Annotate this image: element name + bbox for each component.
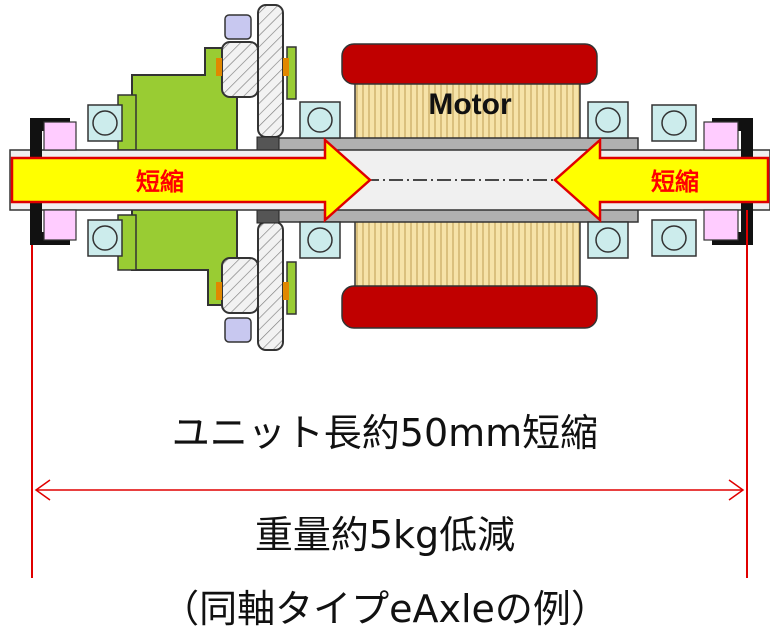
bearing-cap-top: [224, 14, 252, 40]
snap-ring-top-left: [216, 58, 222, 76]
gear-disc-bottom: [257, 221, 284, 351]
bearing-ball-icon: [92, 110, 118, 136]
bearing-ball-icon: [595, 227, 621, 253]
dimension-arrowhead-left: [34, 479, 51, 501]
pinion-gear-top: [221, 41, 259, 98]
dimension-arrowhead-right: [728, 479, 745, 501]
end-cap-right-bottom: [703, 209, 739, 241]
snap-ring-bottom-left: [216, 282, 222, 300]
motor-magnet-bottom: [341, 285, 598, 329]
motor-magnet-top: [341, 43, 598, 85]
end-bracket-right: [712, 118, 753, 245]
snap-ring-top-right: [283, 58, 289, 76]
end-cap-left-bottom: [43, 209, 77, 241]
weight-reduction-caption: 重量約5kg低減: [254, 513, 516, 557]
bearing-cap-bottom: [224, 317, 252, 343]
pinion-gear-bottom: [221, 257, 259, 314]
bearing-ball-icon: [661, 110, 687, 136]
end-cap-left-top: [43, 121, 77, 151]
stator-winding-top: [354, 81, 581, 141]
bearing-ball-icon: [307, 107, 333, 133]
example-note-caption: （同軸タイプeAxleの例）: [161, 587, 609, 631]
shorten-arrow-left: [10, 137, 372, 223]
shorten-label-right: 短縮: [651, 168, 699, 196]
stator-winding-bottom: [354, 219, 581, 289]
bearing-ball-icon: [307, 227, 333, 253]
end-bracket-left: [30, 118, 70, 245]
snap-ring-bottom-right: [283, 282, 289, 300]
gear-disc-top: [257, 4, 284, 138]
shorten-arrow-right: [553, 137, 770, 223]
length-reduction-caption: ユニット長約50mm短縮: [171, 411, 599, 455]
bearing-ball-icon: [661, 225, 687, 251]
end-cap-right-top: [703, 121, 739, 151]
bearings: [87, 101, 697, 259]
motor-label: Motor: [428, 88, 512, 121]
bearing-ball-icon: [595, 107, 621, 133]
shorten-label-left: 短縮: [136, 168, 184, 196]
bearing-ball-icon: [92, 225, 118, 251]
